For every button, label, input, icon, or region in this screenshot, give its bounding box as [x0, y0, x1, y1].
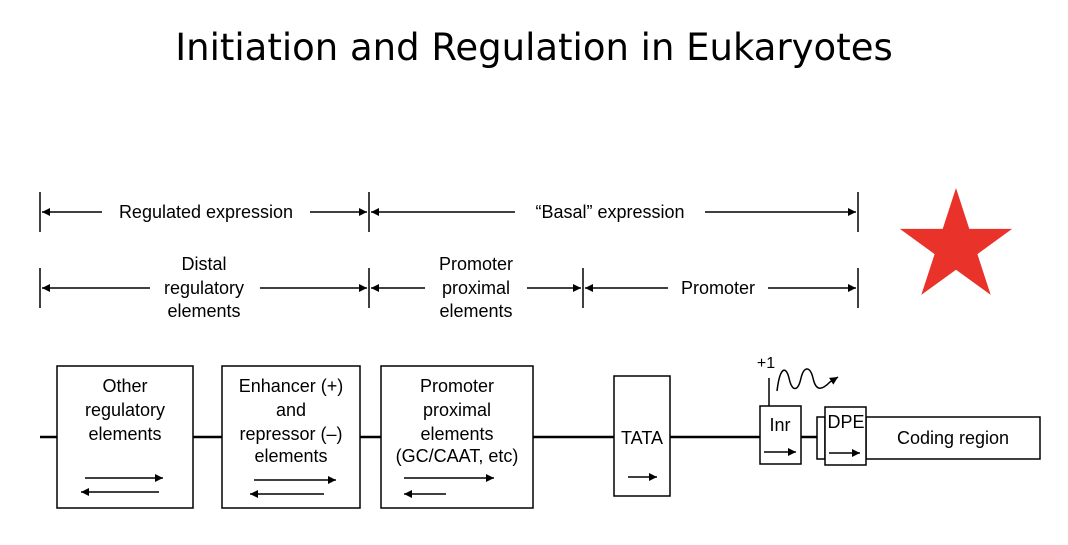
other-regulatory-elements-box: [56, 365, 194, 509]
promoter-proximal-box-line-2: proximal: [423, 400, 491, 420]
inr-box: [759, 368, 839, 465]
promoter-proximal-box-line-4: (GC/CAAT, etc): [396, 446, 519, 466]
mrna-squiggle-icon: [776, 368, 839, 392]
coding-region-label: Coding region: [897, 428, 1009, 448]
other-regulatory-label-line-1: Other: [102, 376, 147, 396]
promoter-proximal-label-line-1: Promoter: [439, 254, 513, 274]
page-title: Initiation and Regulation in Eukaryotes: [175, 26, 893, 69]
basal-expression-label: “Basal” expression: [535, 202, 684, 222]
dpe-coding-region: [816, 406, 1041, 466]
promoter-proximal-label-line-2: proximal: [442, 278, 510, 298]
other-regulatory-label-line-3: elements: [88, 424, 161, 444]
expression-ranges-row: [39, 192, 859, 232]
regulated-expression-label: Regulated expression: [119, 202, 293, 222]
enhancer-repressor-box: [221, 365, 361, 509]
distal-label-line-1: Distal: [181, 254, 226, 274]
promoter-proximal-box-line-3: elements: [420, 424, 493, 444]
coding-region-box: [865, 416, 1041, 460]
enhancer-label-line-2: and: [276, 400, 306, 420]
star-icon: [899, 188, 1013, 295]
enhancer-label-line-3: repressor (–): [239, 424, 342, 444]
distal-label-line-2: regulatory: [164, 278, 244, 298]
promoter-label: Promoter: [681, 278, 755, 298]
promoter-proximal-box-line-1: Promoter: [420, 376, 494, 396]
promoter-proximal-label-line-3: elements: [439, 301, 512, 321]
inr-label: Inr: [769, 415, 790, 435]
tata-label: TATA: [621, 428, 663, 448]
enhancer-label-line-4: elements: [254, 446, 327, 466]
promoter-proximal-box: [380, 365, 534, 509]
dpe-label: DPE: [827, 412, 864, 432]
tata-box: [613, 375, 671, 497]
distal-label-line-3: elements: [167, 301, 240, 321]
enhancer-label-line-1: Enhancer (+): [239, 376, 344, 396]
other-regulatory-label-line-2: regulatory: [85, 400, 165, 420]
plus-one-label: +1: [757, 355, 775, 372]
element-ranges-row: [39, 268, 859, 308]
